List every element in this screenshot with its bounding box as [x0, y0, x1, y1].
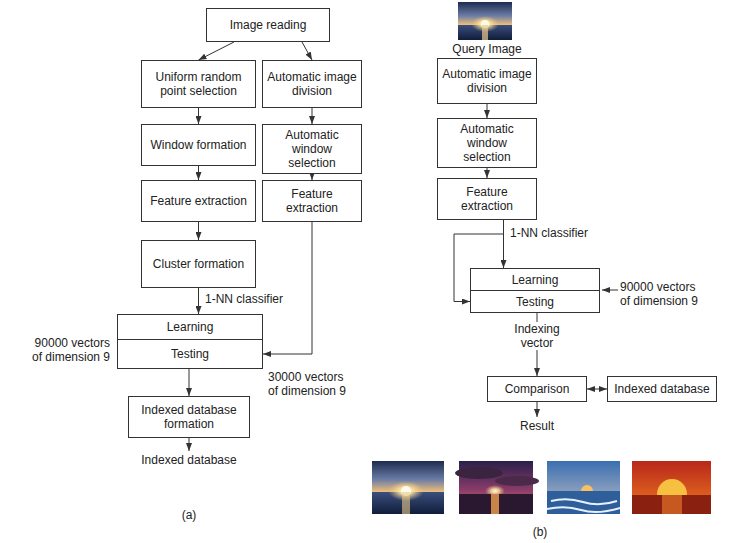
process-box: Window formation — [141, 124, 256, 166]
box-text: Feature extraction — [442, 185, 532, 213]
box-text: Automatic window selection — [442, 122, 532, 164]
flow-arrow — [198, 222, 199, 240]
box-text: Testing — [516, 295, 554, 309]
box-text: Cluster formation — [153, 257, 244, 271]
flow-arrow — [198, 288, 199, 314]
box-text: Image reading — [230, 18, 307, 32]
annotation-label: 30000 vectors of dimension 9 — [268, 370, 352, 398]
result-photo — [372, 461, 444, 514]
annotation-label: 1-NN classifier — [510, 226, 588, 240]
flow-arrow — [312, 108, 313, 124]
annotation-label: (a) — [164, 508, 214, 522]
box-text: Indexed database — [614, 382, 709, 396]
box-text: Automatic image division — [267, 70, 357, 98]
flow-arrow — [487, 168, 488, 178]
process-box: Automatic window selection — [262, 124, 362, 174]
annotation-label: Indexed database — [119, 453, 259, 467]
process-box: Testing — [470, 290, 600, 313]
flow-arrow — [302, 42, 312, 60]
box-text: Learning — [167, 320, 214, 334]
annotation-label: 1-NN classifier — [205, 292, 283, 306]
annotation-label: Indexing vector — [509, 322, 565, 350]
flow-arrow — [587, 389, 607, 390]
process-box: Indexed database formation — [128, 396, 250, 438]
annotation-label: Query Image — [437, 42, 537, 56]
box-text: Comparison — [505, 382, 570, 396]
box-text: Window formation — [150, 138, 246, 152]
box-text: Indexed database formation — [133, 403, 245, 431]
process-box: Automatic image division — [437, 58, 537, 104]
annotation-label: 90000 vectors of dimension 9 — [26, 336, 110, 364]
result-photo — [547, 461, 620, 514]
annotation-label: (b) — [515, 525, 565, 539]
flow-arrow — [189, 369, 190, 396]
process-box: Image reading — [206, 8, 330, 42]
box-text: Automatic window selection — [267, 128, 357, 170]
process-box: Uniform random point selection — [141, 60, 256, 108]
process-box: Indexed database — [607, 376, 717, 402]
box-text: Testing — [171, 347, 209, 361]
leader-arrow — [537, 402, 538, 417]
process-box: Learning — [470, 268, 600, 291]
flow-arrow — [198, 166, 199, 180]
process-box: Feature extraction — [262, 180, 362, 222]
box-text: Feature extraction — [150, 194, 247, 208]
annotation-label: Result — [512, 419, 562, 433]
result-photo — [455, 461, 539, 514]
box-text: Learning — [512, 273, 559, 287]
process-box: Feature extraction — [437, 178, 537, 220]
flow-arrow — [263, 222, 312, 354]
box-text: Automatic image division — [442, 67, 532, 95]
leader-arrow — [602, 290, 618, 291]
flow-arrow — [487, 104, 488, 118]
result-photo — [632, 461, 711, 514]
process-box: Testing — [117, 339, 263, 369]
process-box: Automatic window selection — [437, 118, 537, 168]
query-photo — [458, 2, 512, 40]
process-box: Cluster formation — [141, 240, 256, 288]
box-text: Uniform random point selection — [146, 70, 251, 98]
annotation-label: 90000 vectors of dimension 9 — [620, 280, 704, 308]
box-text: Feature extraction — [267, 187, 357, 215]
flow-arrow — [199, 42, 235, 60]
flow-arrow — [198, 108, 199, 124]
leader-arrow — [189, 438, 190, 451]
process-box: Learning — [117, 314, 263, 340]
process-box: Feature extraction — [141, 180, 256, 222]
process-box: Comparison — [487, 376, 587, 402]
process-box: Automatic image division — [262, 60, 362, 108]
